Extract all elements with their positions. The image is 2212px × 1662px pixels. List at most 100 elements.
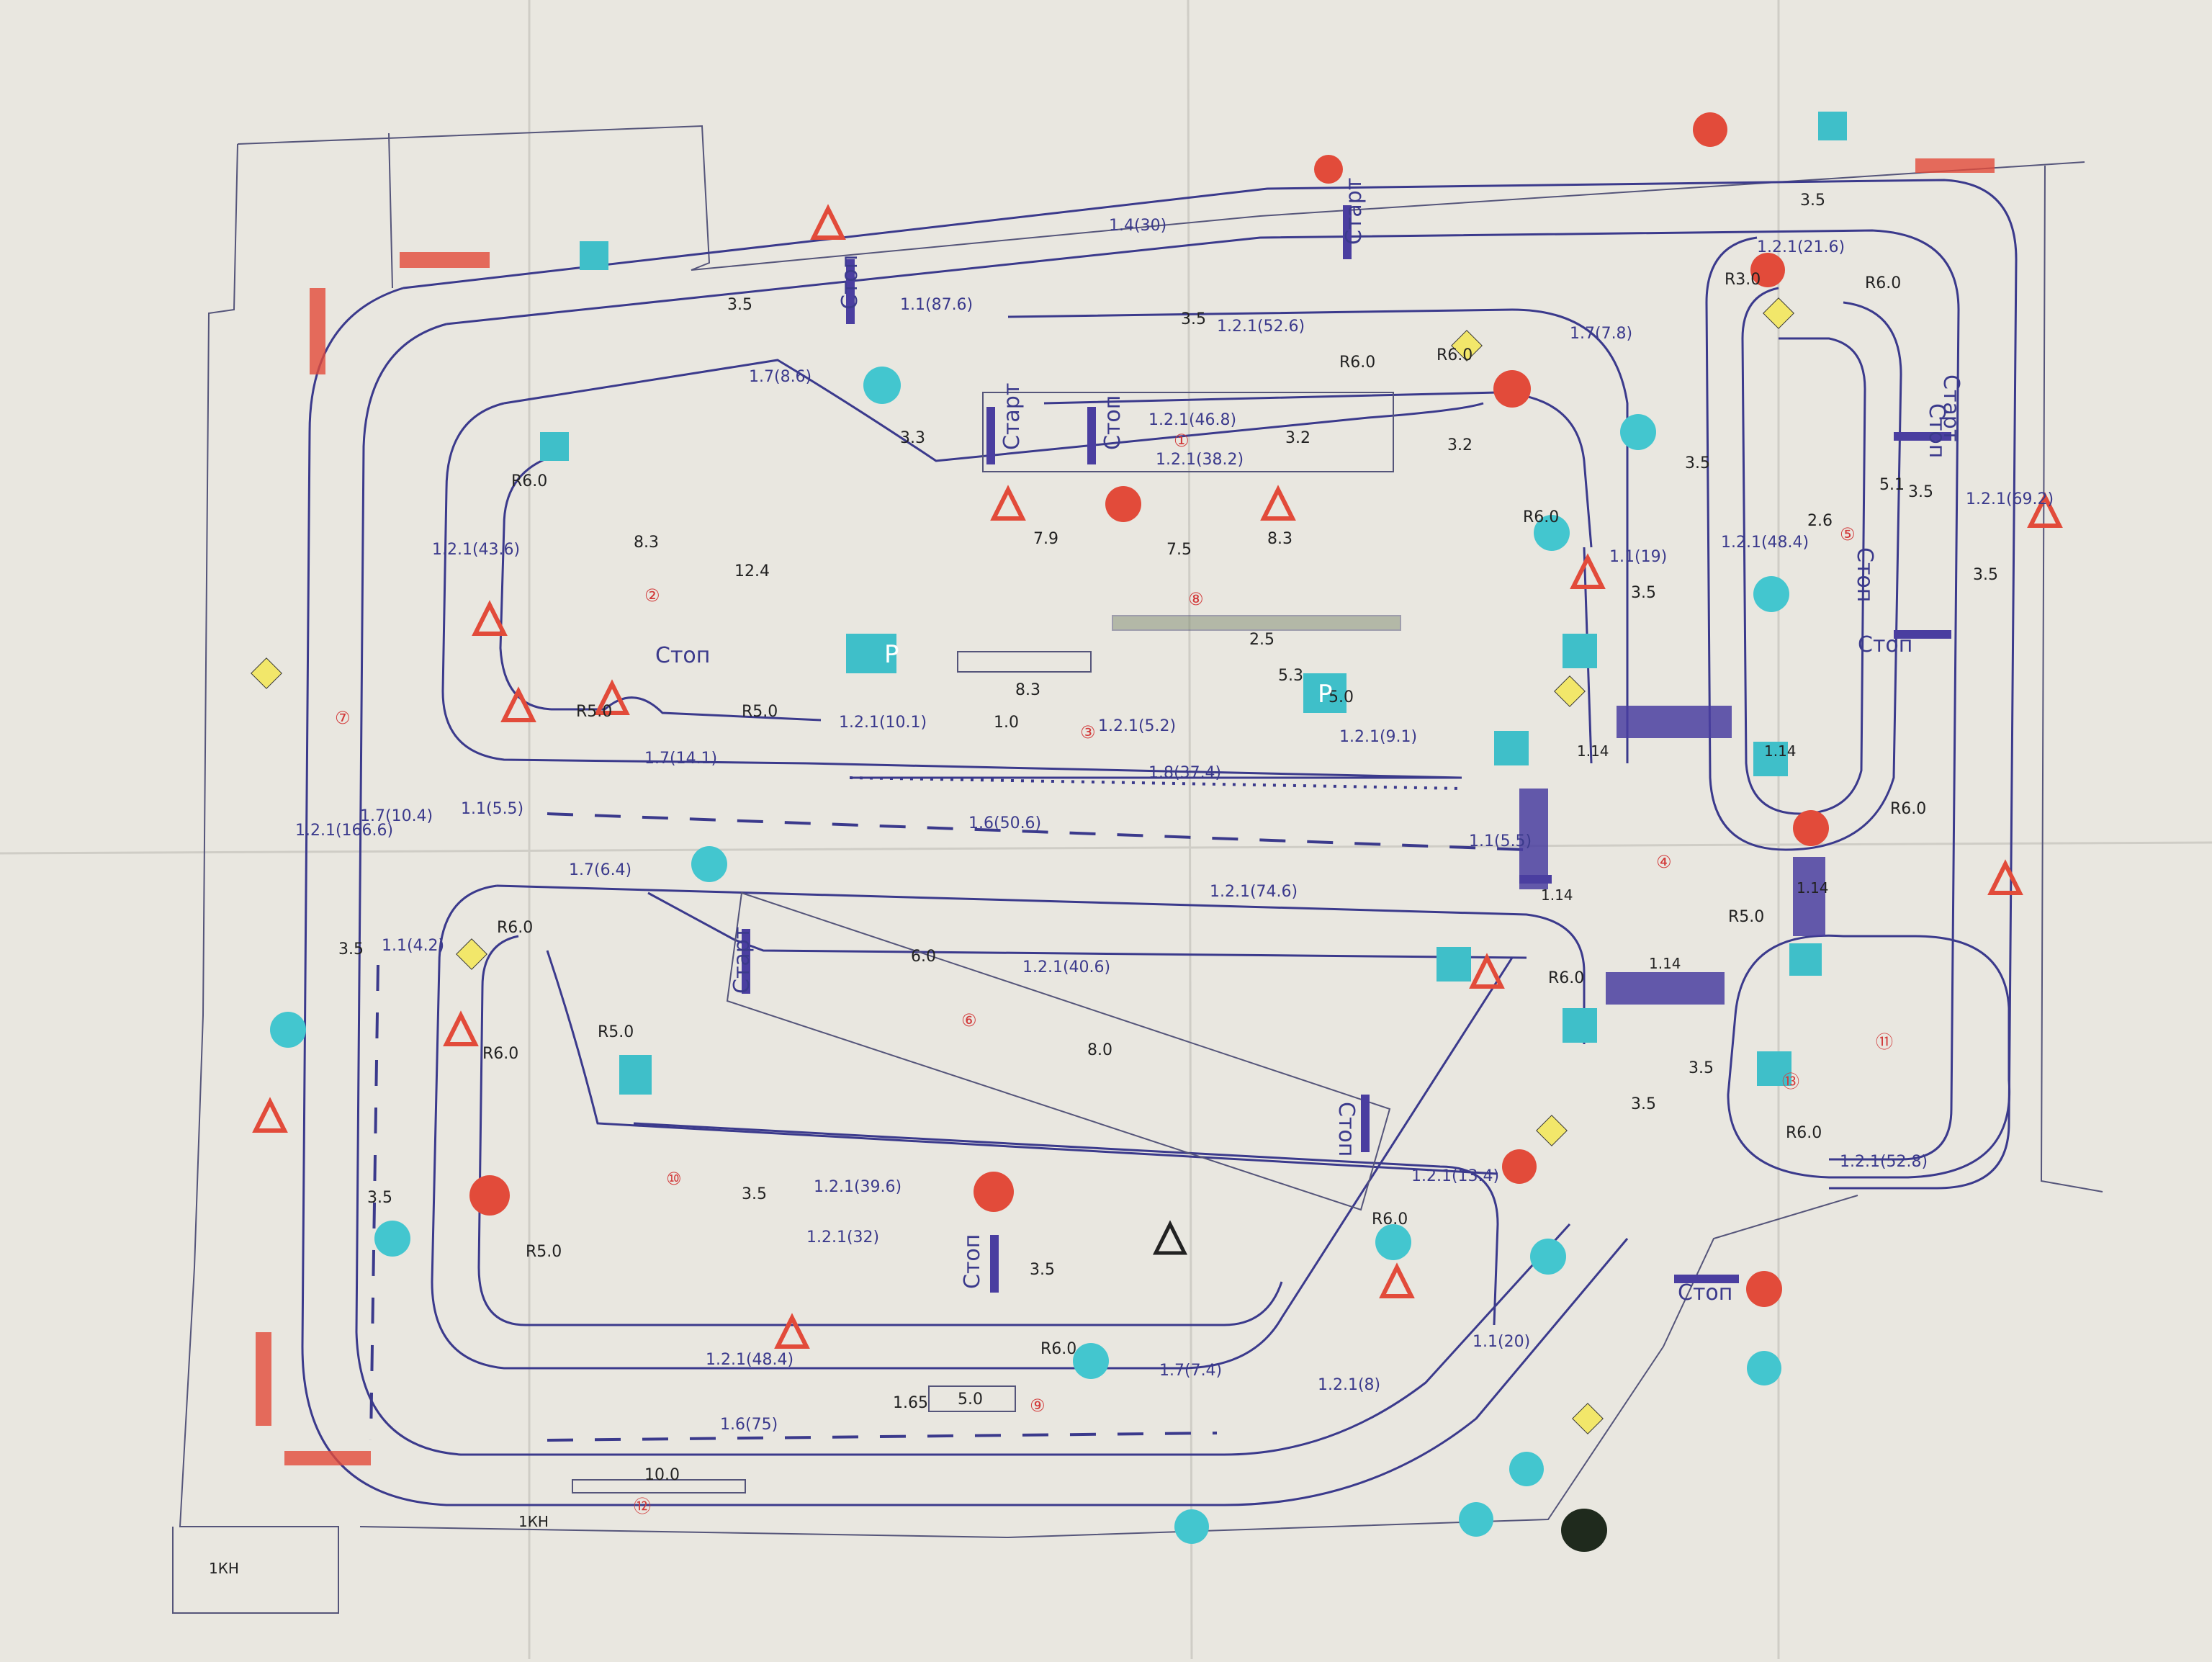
parking-letter: P	[884, 640, 899, 669]
upper-island	[441, 308, 1629, 790]
road-label: 1.2.1(32)	[806, 1228, 879, 1246]
zone-number: ⑨	[1030, 1396, 1046, 1416]
road-label: 1.7(7.4)	[1159, 1362, 1222, 1380]
stop-word: Стоп	[1100, 395, 1125, 450]
dimension: 3.5	[367, 1189, 392, 1207]
dimension: R6.0	[1865, 274, 1901, 292]
zone-number: ⑤	[1840, 524, 1856, 544]
maneuver-zones	[572, 392, 1401, 1493]
zone-number: ⑪	[1876, 1032, 1893, 1052]
stop-word: Стоп	[1924, 403, 1949, 458]
dimension: R6.0	[1040, 1340, 1076, 1358]
road-label: 1.7(10.4)	[360, 807, 433, 825]
marking-code: 1.14	[1541, 886, 1573, 904]
zone-number: ⑧	[1188, 589, 1204, 609]
start-word: Старт	[1938, 374, 1964, 441]
road-label: 1.2.1(21.6)	[1757, 238, 1845, 256]
dimension: R6.0	[511, 472, 547, 490]
dimension: 1.0	[994, 714, 1019, 732]
stop-word: Стоп	[960, 1234, 985, 1289]
zone-number: ③	[1080, 722, 1096, 742]
dimension: R5.0	[526, 1243, 562, 1261]
dimension: 2.6	[1807, 512, 1833, 530]
dimension: 7.5	[1166, 541, 1192, 559]
dimension: R6.0	[1548, 969, 1584, 987]
dimension: 3.3	[900, 429, 925, 447]
zone-number: ⑦	[335, 708, 351, 728]
road-label: 1.6(50.6)	[968, 814, 1041, 832]
road-label: 1.2.1(52.6)	[1217, 318, 1305, 336]
dimension: 3.5	[1685, 454, 1710, 472]
dimension: 3.2	[1285, 429, 1310, 447]
stop-bars	[742, 205, 1951, 1293]
dimension: 5.1	[1879, 476, 1905, 494]
dimension: R6.0	[1372, 1210, 1408, 1228]
road-label: 1.2.1(38.2)	[1156, 451, 1244, 469]
road-label: 1.1(20)	[1473, 1333, 1530, 1351]
road-label: 1.2.1(5.2)	[1098, 717, 1176, 735]
dimension: R6.0	[1890, 800, 1926, 818]
dimension: 7.9	[1033, 530, 1058, 548]
marking-code: 1.14	[1649, 955, 1681, 972]
road-label: 1.7(14.1)	[644, 750, 717, 768]
dimension: R5.0	[1728, 908, 1764, 926]
dimension: 10.0	[644, 1466, 680, 1484]
road-label: 1.1(5.5)	[1469, 832, 1532, 850]
stop-word: Стоп	[1858, 632, 1912, 657]
zone-number: ⑬	[1782, 1072, 1799, 1092]
dimension: 1.65	[893, 1394, 928, 1412]
zone-number: ①	[1174, 431, 1190, 451]
dimension: R6.0	[497, 919, 533, 937]
start-word: Старт	[729, 927, 755, 994]
marking-code: 1.14	[1577, 742, 1609, 760]
road-label: 1.7(8.6)	[749, 368, 811, 386]
stop-word: Стоп	[1852, 547, 1877, 602]
small-loop	[1727, 934, 2011, 1179]
dimensions: 3.5 3.5 3.5 3.3 3.2 3.2 3.5 3.5 3.5 3.5 …	[338, 192, 1998, 1484]
road-label: 1.7(7.8)	[1570, 325, 1632, 343]
dimension: 5.0	[958, 1391, 983, 1409]
stop-word: Стоп	[1334, 1102, 1359, 1156]
dimension: 2.5	[1249, 631, 1274, 649]
dimension: 12.4	[734, 562, 770, 580]
zone-number: ④	[1656, 852, 1672, 872]
road-label: 1.2.1(46.8)	[1148, 411, 1236, 429]
dimension: 3.5	[1689, 1059, 1714, 1077]
dimension: 5.0	[1328, 688, 1354, 706]
road-label: 1.2.1(10.1)	[839, 714, 927, 732]
dimension: R6.0	[1339, 354, 1375, 372]
building-label: 1КН	[209, 1560, 239, 1577]
zone-numbers: ① ② ③ ④ ⑤ ⑥ ⑦ ⑧ ⑨ ⑩ ⑪ ⑫ ⑬	[335, 431, 1893, 1517]
outer-loop	[301, 179, 2018, 1506]
crosswalks	[1519, 706, 1825, 1005]
dimension: 8.3	[1015, 681, 1040, 699]
road-label: 1.2.1(48.4)	[706, 1351, 793, 1369]
dimension: 3.5	[1631, 584, 1656, 602]
dimension: 8.3	[1267, 530, 1292, 548]
road-label: 1.4(30)	[1109, 217, 1166, 235]
stop-word: Стоп	[1678, 1280, 1732, 1306]
building-label: 1КН	[518, 1513, 549, 1530]
dimension: 3.5	[727, 296, 752, 314]
dimension: 3.5	[1908, 483, 1933, 501]
dimension: 5.3	[1278, 667, 1303, 685]
dimension: 3.5	[1181, 310, 1206, 328]
start-word: Старт	[999, 383, 1025, 450]
dimension: 8.3	[634, 534, 659, 552]
road-label: 1.2.1(52.8)	[1840, 1153, 1928, 1171]
road-label: 1.2.1(166.6)	[295, 822, 393, 840]
road-label: 1.2.1(13.4)	[1411, 1167, 1499, 1185]
dimension: R6.0	[1523, 508, 1559, 526]
road-label: 1.1(19)	[1609, 548, 1667, 566]
stop-start-words: Стоп Стоп Старт Стоп Стоп Старт Стоп Ста…	[655, 178, 1964, 1306]
start-word: Старт	[1341, 178, 1367, 245]
dimension: R3.0	[1725, 271, 1761, 289]
road-label: 1.2.1(39.6)	[814, 1178, 902, 1196]
marking-code: 1.14	[1797, 879, 1829, 897]
parking-letter: P	[1318, 680, 1333, 709]
site-boundary	[172, 125, 2103, 1614]
dimension: 8.0	[1087, 1041, 1112, 1059]
road-label: 1.2.1(69.2)	[1966, 490, 2054, 508]
dimension: R6.0	[482, 1045, 518, 1063]
